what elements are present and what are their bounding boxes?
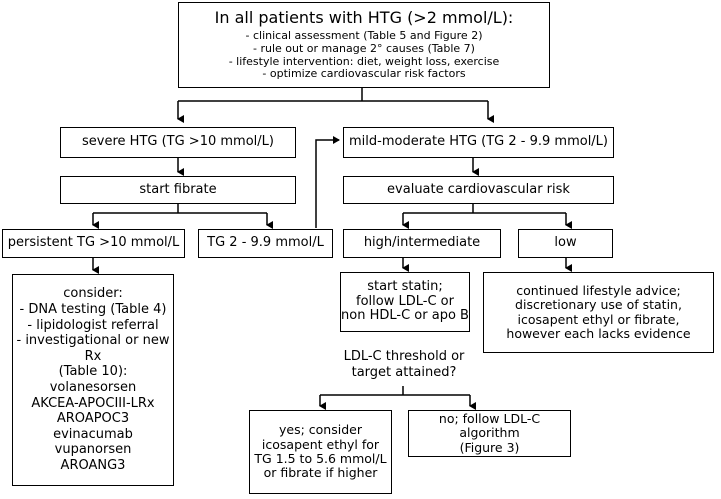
top-box-title: In all patients with HTG (>2 mmol/L): [214, 8, 514, 28]
top-box-line: - clinical assessment (Table 5 and Figur… [245, 29, 483, 43]
consider-line: AROANG3 [60, 457, 126, 473]
statin-line: start statin; [367, 278, 443, 294]
consider-line: volanesorsen [49, 380, 137, 395]
evaluate-cv-risk-label: evaluate cardiovascular risk [387, 181, 570, 197]
top-box-line: - optimize cardiovascular risk factors [262, 67, 466, 81]
evaluate-cv-risk-box: evaluate cardiovascular risk [343, 176, 614, 204]
yes-line: TG 1.5 to 5.6 mmol/L [254, 451, 387, 466]
consider-box: consider: - DNA testing (Table 4) - lipi… [12, 274, 174, 486]
top-box-line: - lifestyle intervention: diet, weight l… [228, 54, 500, 68]
consider-line: (Table 10): [58, 364, 128, 380]
no-box: no; follow LDL-C algorithm (Figure 3) [408, 410, 571, 457]
high-intermediate-label: high/intermediate [363, 235, 481, 251]
persistent-tg-label: persistent TG >10 mmol/L [7, 235, 180, 251]
no-line: (Figure 3) [459, 439, 520, 455]
yes-line: icosapent ethyl for [261, 436, 380, 452]
yes-line: or fibrate if higher [263, 465, 378, 481]
yes-line: yes; consider [279, 422, 362, 438]
low-risk-label: low [554, 235, 577, 251]
statin-line: follow LDL-C or [356, 293, 454, 309]
lifestyle-line: however each lacks evidence [506, 325, 691, 341]
consider-line: - lipidologist referral [27, 317, 159, 333]
start-statin-box: start statin; follow LDL-C or non HDL-C … [340, 272, 470, 332]
mild-moderate-htg-box: mild-moderate HTG (TG 2 - 9.9 mmol/L) [343, 127, 614, 158]
severe-htg-label: severe HTG (TG >10 mmol/L) [82, 134, 274, 150]
no-line: no; follow LDL-C algorithm [438, 410, 541, 441]
lifestyle-line: icosapent ethyl or fibrate, [517, 311, 680, 327]
consider-line: vupanorsen [54, 442, 132, 458]
consider-line: AROAPOC3 [56, 411, 130, 427]
question-line: LDL-C threshold or [343, 349, 465, 364]
consider-line: AKCEA-APOCIII-LRx [31, 395, 155, 411]
yes-box: yes; consider icosapent ethyl for TG 1.5… [249, 410, 392, 494]
tg-range-box: TG 2 - 9.9 mmol/L [198, 229, 333, 258]
ldl-question: LDL-C threshold or target attained? [333, 349, 475, 380]
lifestyle-line: discretionary use of statin, [515, 297, 682, 313]
start-fibrate-label: start fibrate [139, 181, 217, 197]
consider-line: - DNA testing (Table 4) [19, 302, 167, 318]
question-line: target attained? [351, 364, 457, 380]
low-risk-box: low [518, 229, 613, 258]
mild-moderate-htg-label: mild-moderate HTG (TG 2 - 9.9 mmol/L) [349, 134, 608, 150]
consider-line: - investigational or new Rx [16, 333, 170, 364]
consider-line: evinacumab [53, 426, 133, 442]
statin-line: non HDL-C or apo B [341, 308, 469, 324]
lifestyle-advice-box: continued lifestyle advice; discretionar… [483, 272, 714, 353]
top-box-line: - rule out or manage 2° causes (Table 7) [253, 42, 475, 56]
consider-line: consider: [63, 286, 123, 302]
severe-htg-box: severe HTG (TG >10 mmol/L) [60, 127, 296, 158]
high-intermediate-box: high/intermediate [343, 229, 501, 258]
top-box: In all patients with HTG (>2 mmol/L): - … [178, 2, 550, 88]
lifestyle-line: continued lifestyle advice; [516, 282, 681, 298]
persistent-tg-box: persistent TG >10 mmol/L [2, 229, 185, 258]
tg-range-label: TG 2 - 9.9 mmol/L [207, 235, 324, 251]
start-fibrate-box: start fibrate [60, 176, 296, 204]
